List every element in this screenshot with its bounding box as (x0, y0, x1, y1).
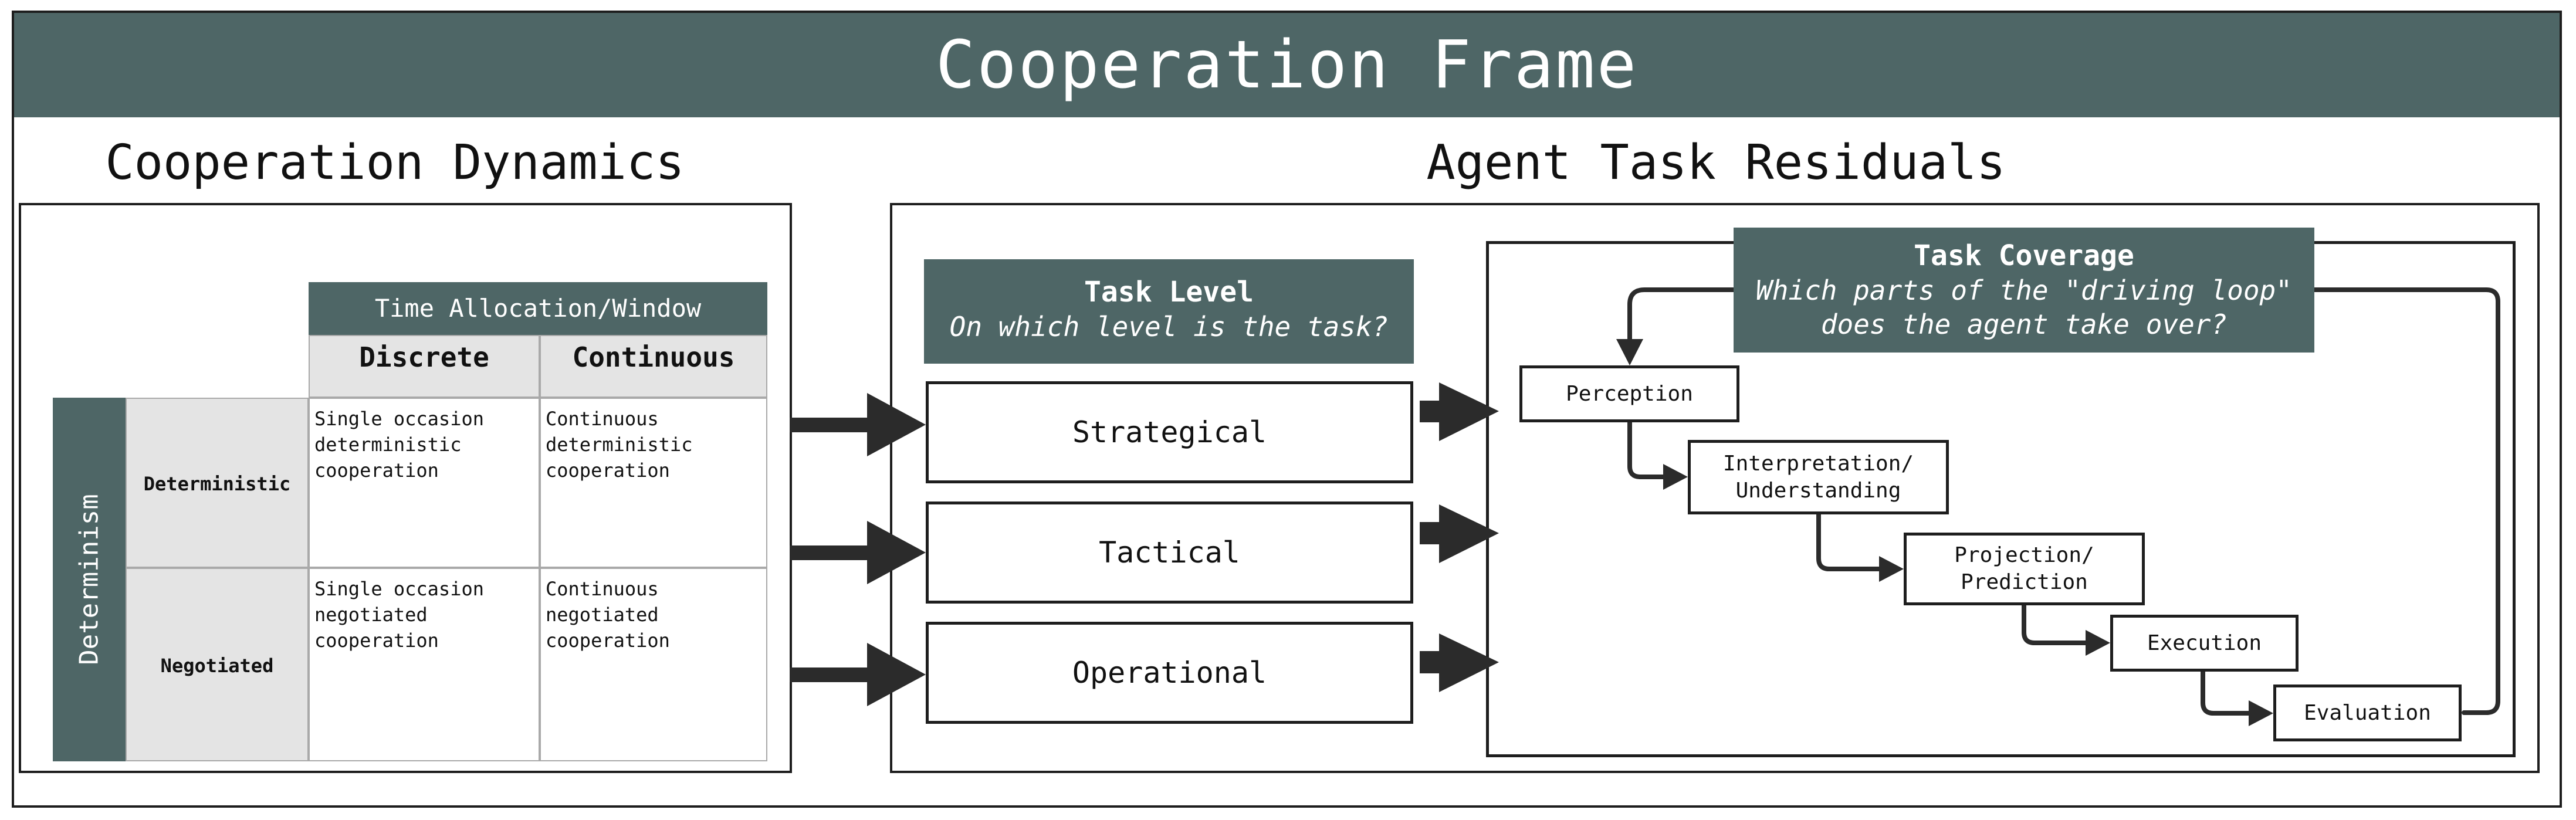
step-interpretation-label: Interpretation/ Understanding (1722, 451, 1914, 503)
row-negotiated: Negotiated (126, 568, 309, 761)
step-execution: Execution (2110, 615, 2299, 672)
cell-deterministic-continuous: Continuous deterministic cooperation (540, 398, 767, 568)
column-continuous: Continuous (540, 335, 767, 398)
step-perception-label: Perception (1566, 381, 1693, 406)
step-evaluation: Evaluation (2273, 685, 2462, 741)
row-deterministic: Deterministic (126, 398, 309, 568)
task-coverage-question-line1: Which parts of the "driving loop" (1756, 275, 2292, 306)
step-projection: Projection/ Prediction (1904, 533, 2145, 605)
step-interpretation: Interpretation/ Understanding (1688, 440, 1949, 514)
level-operational: Operational (926, 622, 1413, 724)
determinism-axis-label: Determinism (74, 494, 104, 665)
level-strategical: Strategical (926, 381, 1413, 483)
task-level-header: Task Level On which level is the task? (924, 259, 1414, 364)
level-tactical: Tactical (926, 502, 1413, 604)
step-evaluation-label: Evaluation (2304, 700, 2431, 725)
cell-negotiated-continuous: Continuous negotiated cooperation (540, 568, 767, 761)
column-discrete: Discrete (309, 335, 540, 398)
cell-negotiated-discrete: Single occasion negotiated cooperation (309, 568, 540, 761)
step-projection-label: Projection/ Prediction (1954, 543, 2094, 594)
task-coverage-header: Task Coverage Which parts of the "drivin… (1734, 228, 2314, 353)
step-execution-label: Execution (2147, 631, 2262, 655)
task-level-title: Task Level (1084, 276, 1254, 309)
task-coverage-title: Task Coverage (1914, 239, 2134, 272)
cooperation-dynamics-title: Cooperation Dynamics (105, 135, 685, 191)
step-perception: Perception (1519, 365, 1739, 422)
agent-task-residuals-title: Agent Task Residuals (1426, 135, 2006, 191)
task-level-question: On which level is the task? (949, 311, 1389, 343)
frame-title: Cooperation Frame (14, 13, 2560, 117)
task-coverage-question-line2: does the agent take over? (1820, 309, 2228, 340)
cell-deterministic-discrete: Single occasion deterministic cooperatio… (309, 398, 540, 568)
time-allocation-header: Time Allocation/Window (309, 282, 767, 335)
determinism-axis: Determinism (53, 398, 126, 761)
